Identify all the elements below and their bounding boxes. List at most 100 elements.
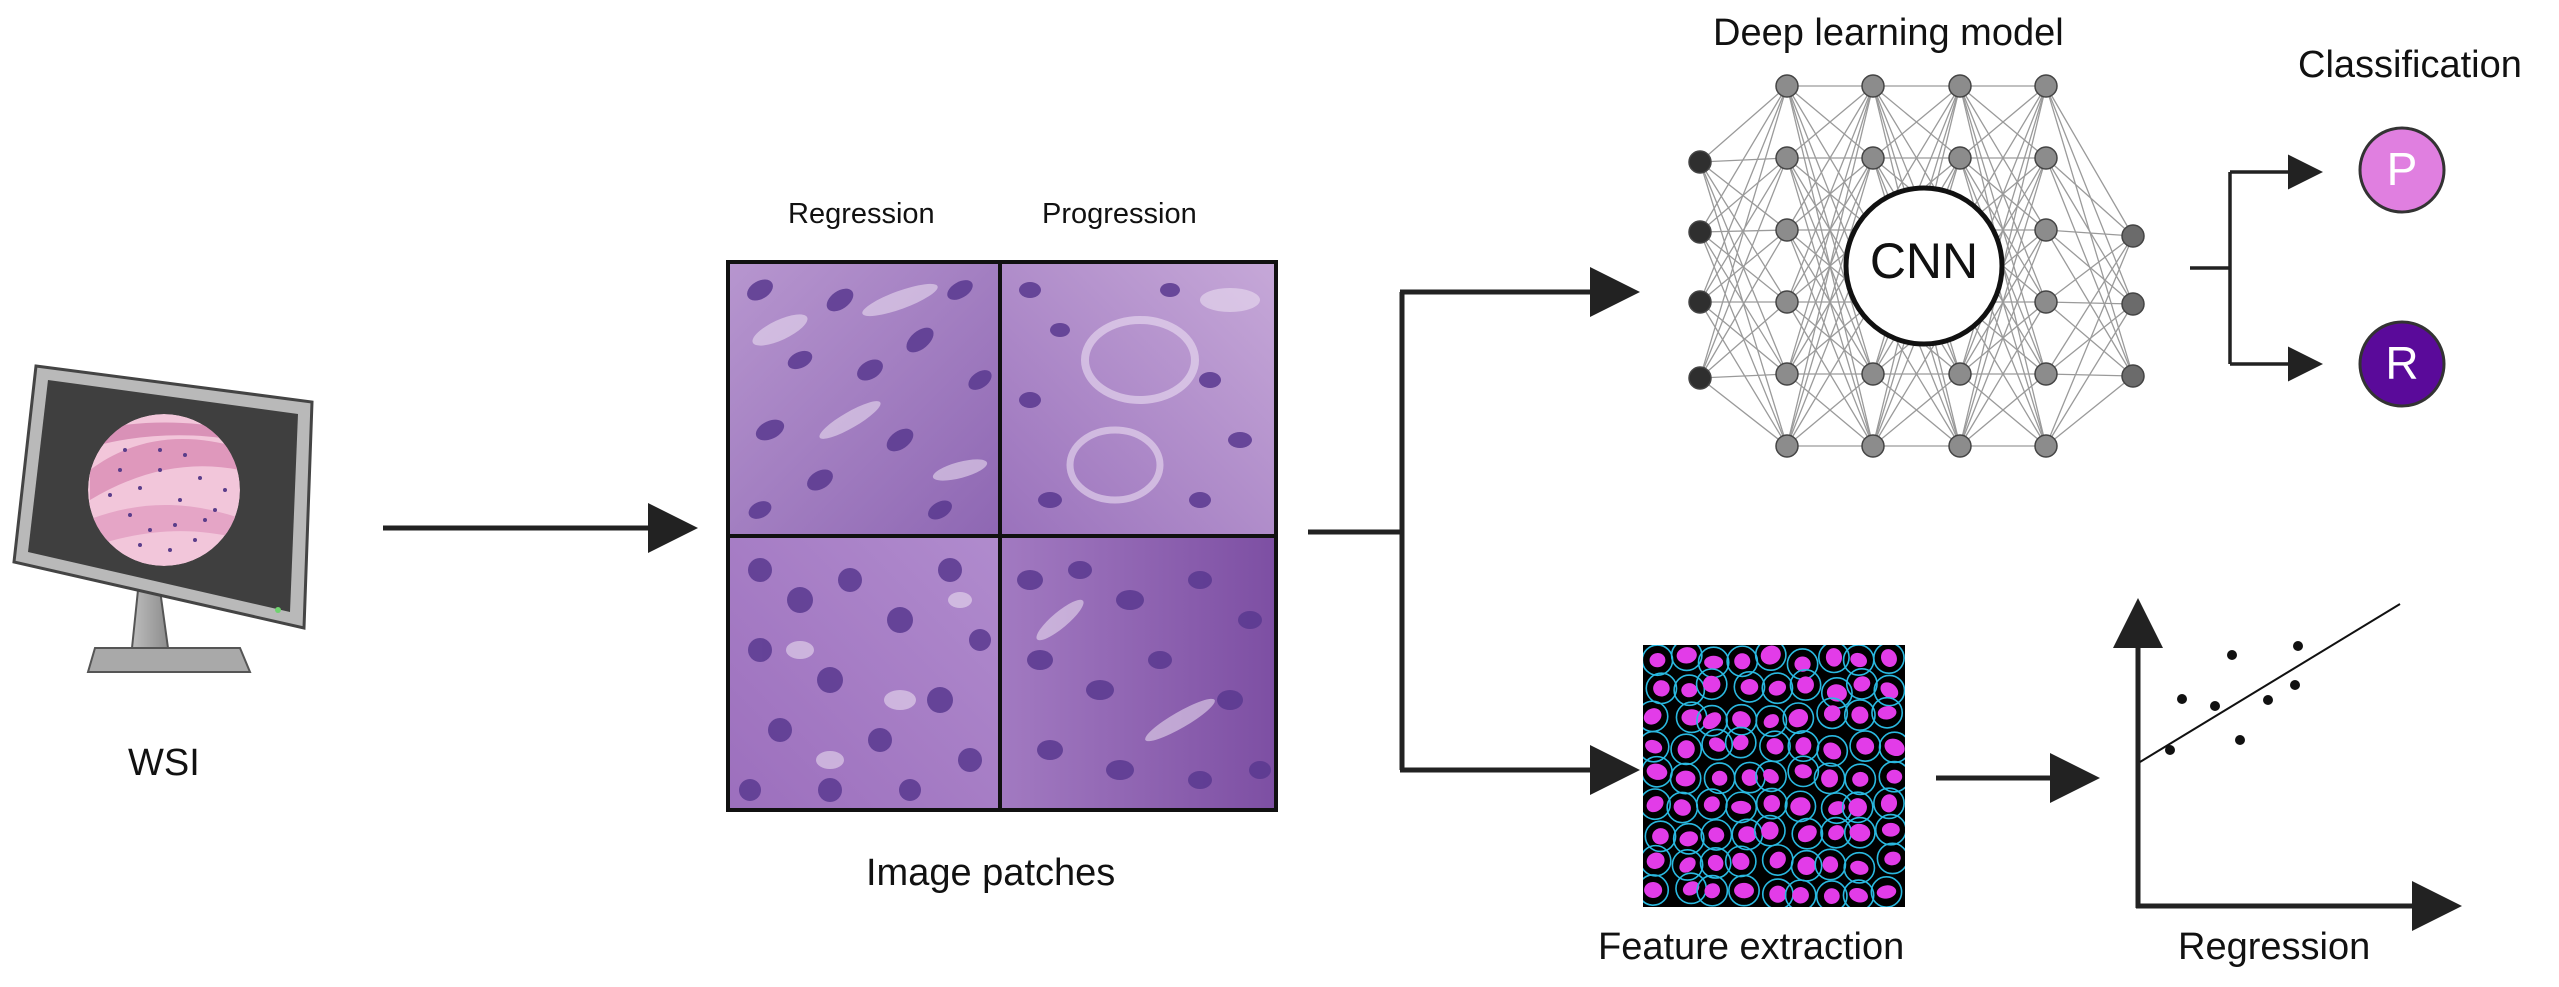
- nn-connection: [2045, 301, 2134, 305]
- cell-membrane: [1671, 849, 1704, 881]
- cell-nucleus: [1794, 656, 1811, 672]
- nn-node: [1688, 366, 1712, 390]
- cell-nucleus: [1763, 795, 1781, 813]
- cell-membrane: [1841, 791, 1874, 824]
- cell-nucleus: [1703, 796, 1720, 812]
- nn-node: [1775, 362, 1799, 386]
- cell-nucleus: [1702, 712, 1722, 730]
- nn-node: [1775, 74, 1799, 98]
- feature-extraction-label: Feature extraction: [1598, 926, 1905, 968]
- cell-membrane: [1870, 876, 1903, 907]
- cell-membrane: [1753, 814, 1786, 847]
- nn-connection: [1699, 301, 1788, 447]
- nn-node: [1688, 290, 1712, 314]
- nn-connection: [1699, 229, 1788, 303]
- nn-connection: [1786, 85, 1874, 375]
- nn-connection: [1699, 85, 1788, 233]
- cnn-label: CNN: [1869, 233, 1979, 289]
- nn-connection: [2045, 235, 2134, 375]
- cell-nucleus: [1826, 684, 1847, 702]
- cell-membrane: [1782, 702, 1815, 735]
- cell-nucleus: [1677, 740, 1695, 759]
- cell-nucleus: [1732, 852, 1750, 870]
- cell-membrane: [1699, 846, 1732, 879]
- nn-connection: [1959, 229, 2047, 447]
- nn-connection: [1699, 301, 1788, 379]
- feature-extraction-image: [1643, 645, 1905, 907]
- cell-membrane: [1669, 762, 1702, 795]
- cell-nucleus: [1769, 885, 1787, 903]
- nn-connection: [2045, 375, 2134, 447]
- cell-nucleus: [1741, 769, 1758, 786]
- cell-membrane: [1878, 760, 1905, 793]
- cell-membrane: [1670, 645, 1703, 672]
- nn-node: [1688, 220, 1712, 244]
- nn-connection: [1786, 85, 1874, 447]
- cell-nucleus: [1823, 888, 1840, 904]
- regression-plot: [2113, 598, 2462, 931]
- cell-nucleus: [1876, 885, 1897, 899]
- cell-membrane: [1755, 760, 1787, 793]
- cell-membrane: [1784, 790, 1817, 823]
- monitor-icon: [12, 364, 314, 673]
- nn-node: [2034, 434, 2058, 458]
- nn-connection: [2045, 157, 2134, 237]
- image-patches-label: Image patches: [866, 852, 1116, 894]
- cell-membrane: [1670, 733, 1703, 766]
- cell-nucleus: [1790, 797, 1811, 816]
- cell-membrane: [1673, 674, 1706, 707]
- cell-membrane: [1724, 726, 1757, 759]
- nn-connection: [2045, 235, 2134, 447]
- cell-nucleus: [1763, 769, 1779, 784]
- cell-membrane: [1761, 672, 1794, 705]
- nn-node: [2121, 292, 2145, 316]
- cell-membrane: [1843, 851, 1876, 884]
- cell-nucleus: [1822, 856, 1839, 873]
- cell-membrane: [1784, 879, 1817, 907]
- cell-membrane: [1643, 730, 1670, 763]
- cell-nucleus: [1825, 648, 1843, 667]
- cell-nucleus: [1880, 682, 1899, 699]
- nn-connection: [1699, 85, 1788, 163]
- cell-nucleus: [1704, 883, 1720, 899]
- cell-membrane: [1728, 874, 1760, 907]
- cell-nucleus: [1652, 828, 1669, 845]
- nn-connection: [2045, 229, 2134, 305]
- nn-node: [1948, 146, 1972, 170]
- nn-node: [1861, 434, 1885, 458]
- class-r-circle: [2358, 320, 2446, 408]
- nn-connection: [1699, 161, 1788, 231]
- cell-nucleus: [1821, 769, 1839, 788]
- cell-membrane: [1878, 731, 1905, 764]
- classification-label: Classification: [2298, 44, 2522, 86]
- cell-membrane: [1696, 874, 1729, 907]
- nn-connection: [1699, 377, 1788, 447]
- nn-connection: [2045, 85, 2134, 237]
- cell-nucleus: [1788, 709, 1809, 728]
- cell-nucleus: [1646, 852, 1665, 869]
- nn-node: [1775, 218, 1799, 242]
- cell-nucleus: [1794, 764, 1812, 779]
- arrow-classification: [2190, 154, 2323, 382]
- nn-node: [1775, 146, 1799, 170]
- cell-nucleus: [1823, 705, 1841, 722]
- cell-nucleus: [1681, 683, 1698, 698]
- class-p-circle: [2358, 126, 2446, 214]
- cell-membrane: [1791, 817, 1824, 850]
- cell-nucleus: [1675, 770, 1696, 787]
- cell-nucleus: [1707, 854, 1724, 871]
- nn-connection: [1959, 373, 2047, 447]
- cell-nucleus: [1734, 653, 1751, 670]
- cell-nucleus: [1769, 851, 1786, 869]
- nn-connection: [1786, 85, 1874, 231]
- cell-nucleus: [1881, 822, 1900, 837]
- cell-membrane: [1696, 704, 1728, 737]
- cell-nucleus: [1704, 655, 1724, 669]
- nn-connection: [1699, 301, 1788, 375]
- cell-nucleus: [1646, 796, 1664, 813]
- nn-connection: [1699, 231, 1788, 447]
- class-r-label: R: [2385, 337, 2419, 389]
- cell-membrane: [1643, 844, 1672, 877]
- regression-plot-label: Regression: [2178, 926, 2371, 968]
- cell-nucleus: [1649, 653, 1666, 668]
